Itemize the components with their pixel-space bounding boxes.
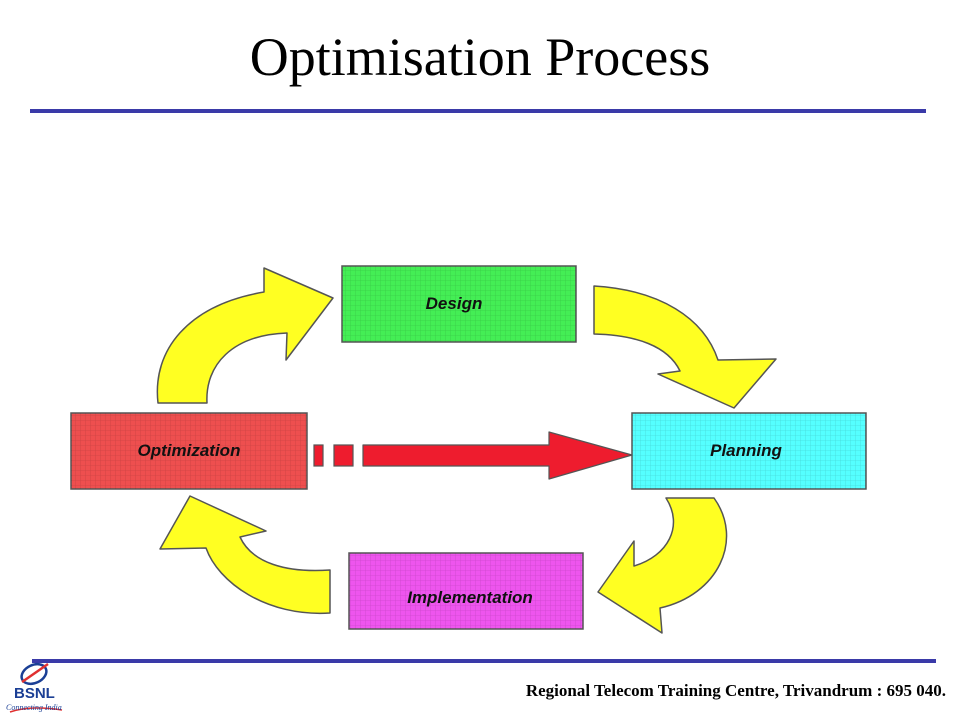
arrow-optimization-to-design	[156, 267, 334, 404]
arrow-implementation-to-optimization	[159, 495, 331, 614]
stage-optimization-label: Optimization	[138, 441, 241, 460]
arrow-optimization-to-planning	[313, 431, 633, 480]
stage-planning-label: Planning	[710, 441, 782, 460]
logo-word: BSNL	[14, 685, 55, 702]
footer-rule	[32, 659, 936, 663]
logo-tagline: Connecting India	[6, 703, 62, 712]
title-underline	[30, 109, 926, 113]
stage-implementation: Implementation	[348, 552, 584, 630]
stage-design-label: Design	[426, 294, 483, 313]
stage-design: Design	[341, 265, 577, 343]
bsnl-logo-icon	[9, 662, 63, 713]
footer-text: Regional Telecom Training Centre, Trivan…	[525, 681, 946, 700]
stage-planning: Planning	[631, 412, 867, 490]
slide-title: Optimisation Process	[249, 27, 711, 87]
stage-optimization: Optimization	[70, 412, 308, 490]
stage-implementation-label: Implementation	[407, 588, 533, 607]
arrow-design-to-planning	[593, 285, 777, 409]
arrow-planning-to-implementation	[597, 497, 728, 634]
